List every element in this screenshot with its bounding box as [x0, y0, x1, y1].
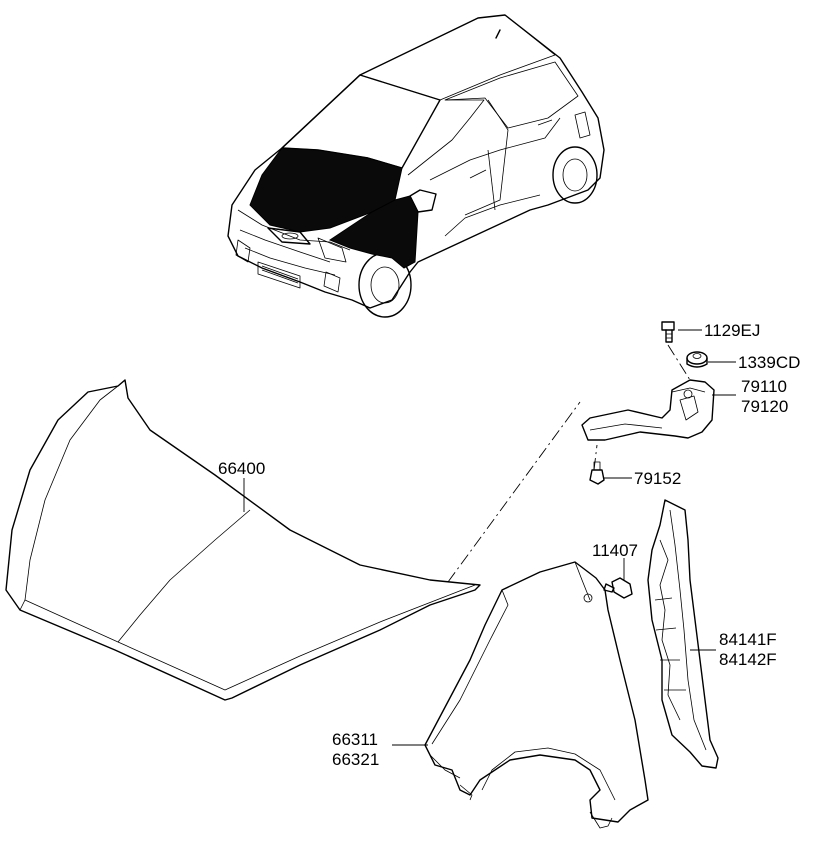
- hinge-bolt-lower: [589, 461, 605, 485]
- hinge-bolt-upper: [661, 321, 675, 343]
- vehicle-overview: [227, 14, 605, 318]
- fender-insulator: [647, 499, 719, 769]
- hinge-lower-bolt-connector: [593, 444, 598, 471]
- label-66311: 66311: [332, 730, 378, 749]
- label-84142F: 84142F: [719, 650, 777, 669]
- label-1339CD: 1339CD: [738, 353, 800, 372]
- label-79120: 79120: [741, 397, 788, 416]
- label-66321: 66321: [332, 750, 379, 769]
- label-84141F: 84141F: [719, 630, 777, 649]
- front-fender: [424, 561, 649, 829]
- label-1129EJ: 1129EJ: [704, 321, 760, 340]
- hood-hinge-connector: [447, 401, 581, 583]
- hood-panel: [5, 379, 481, 701]
- label-79152: 79152: [634, 469, 681, 488]
- label-11407: 11407: [592, 541, 638, 560]
- label-79110: 79110: [741, 377, 787, 396]
- fender-bolt: [603, 577, 633, 599]
- hood-hinge: [581, 379, 715, 441]
- hinge-bolt-connector: [667, 344, 691, 381]
- leader-lines: [243, 329, 736, 746]
- label-66400: 66400: [218, 459, 265, 478]
- hinge-nut: [686, 351, 708, 368]
